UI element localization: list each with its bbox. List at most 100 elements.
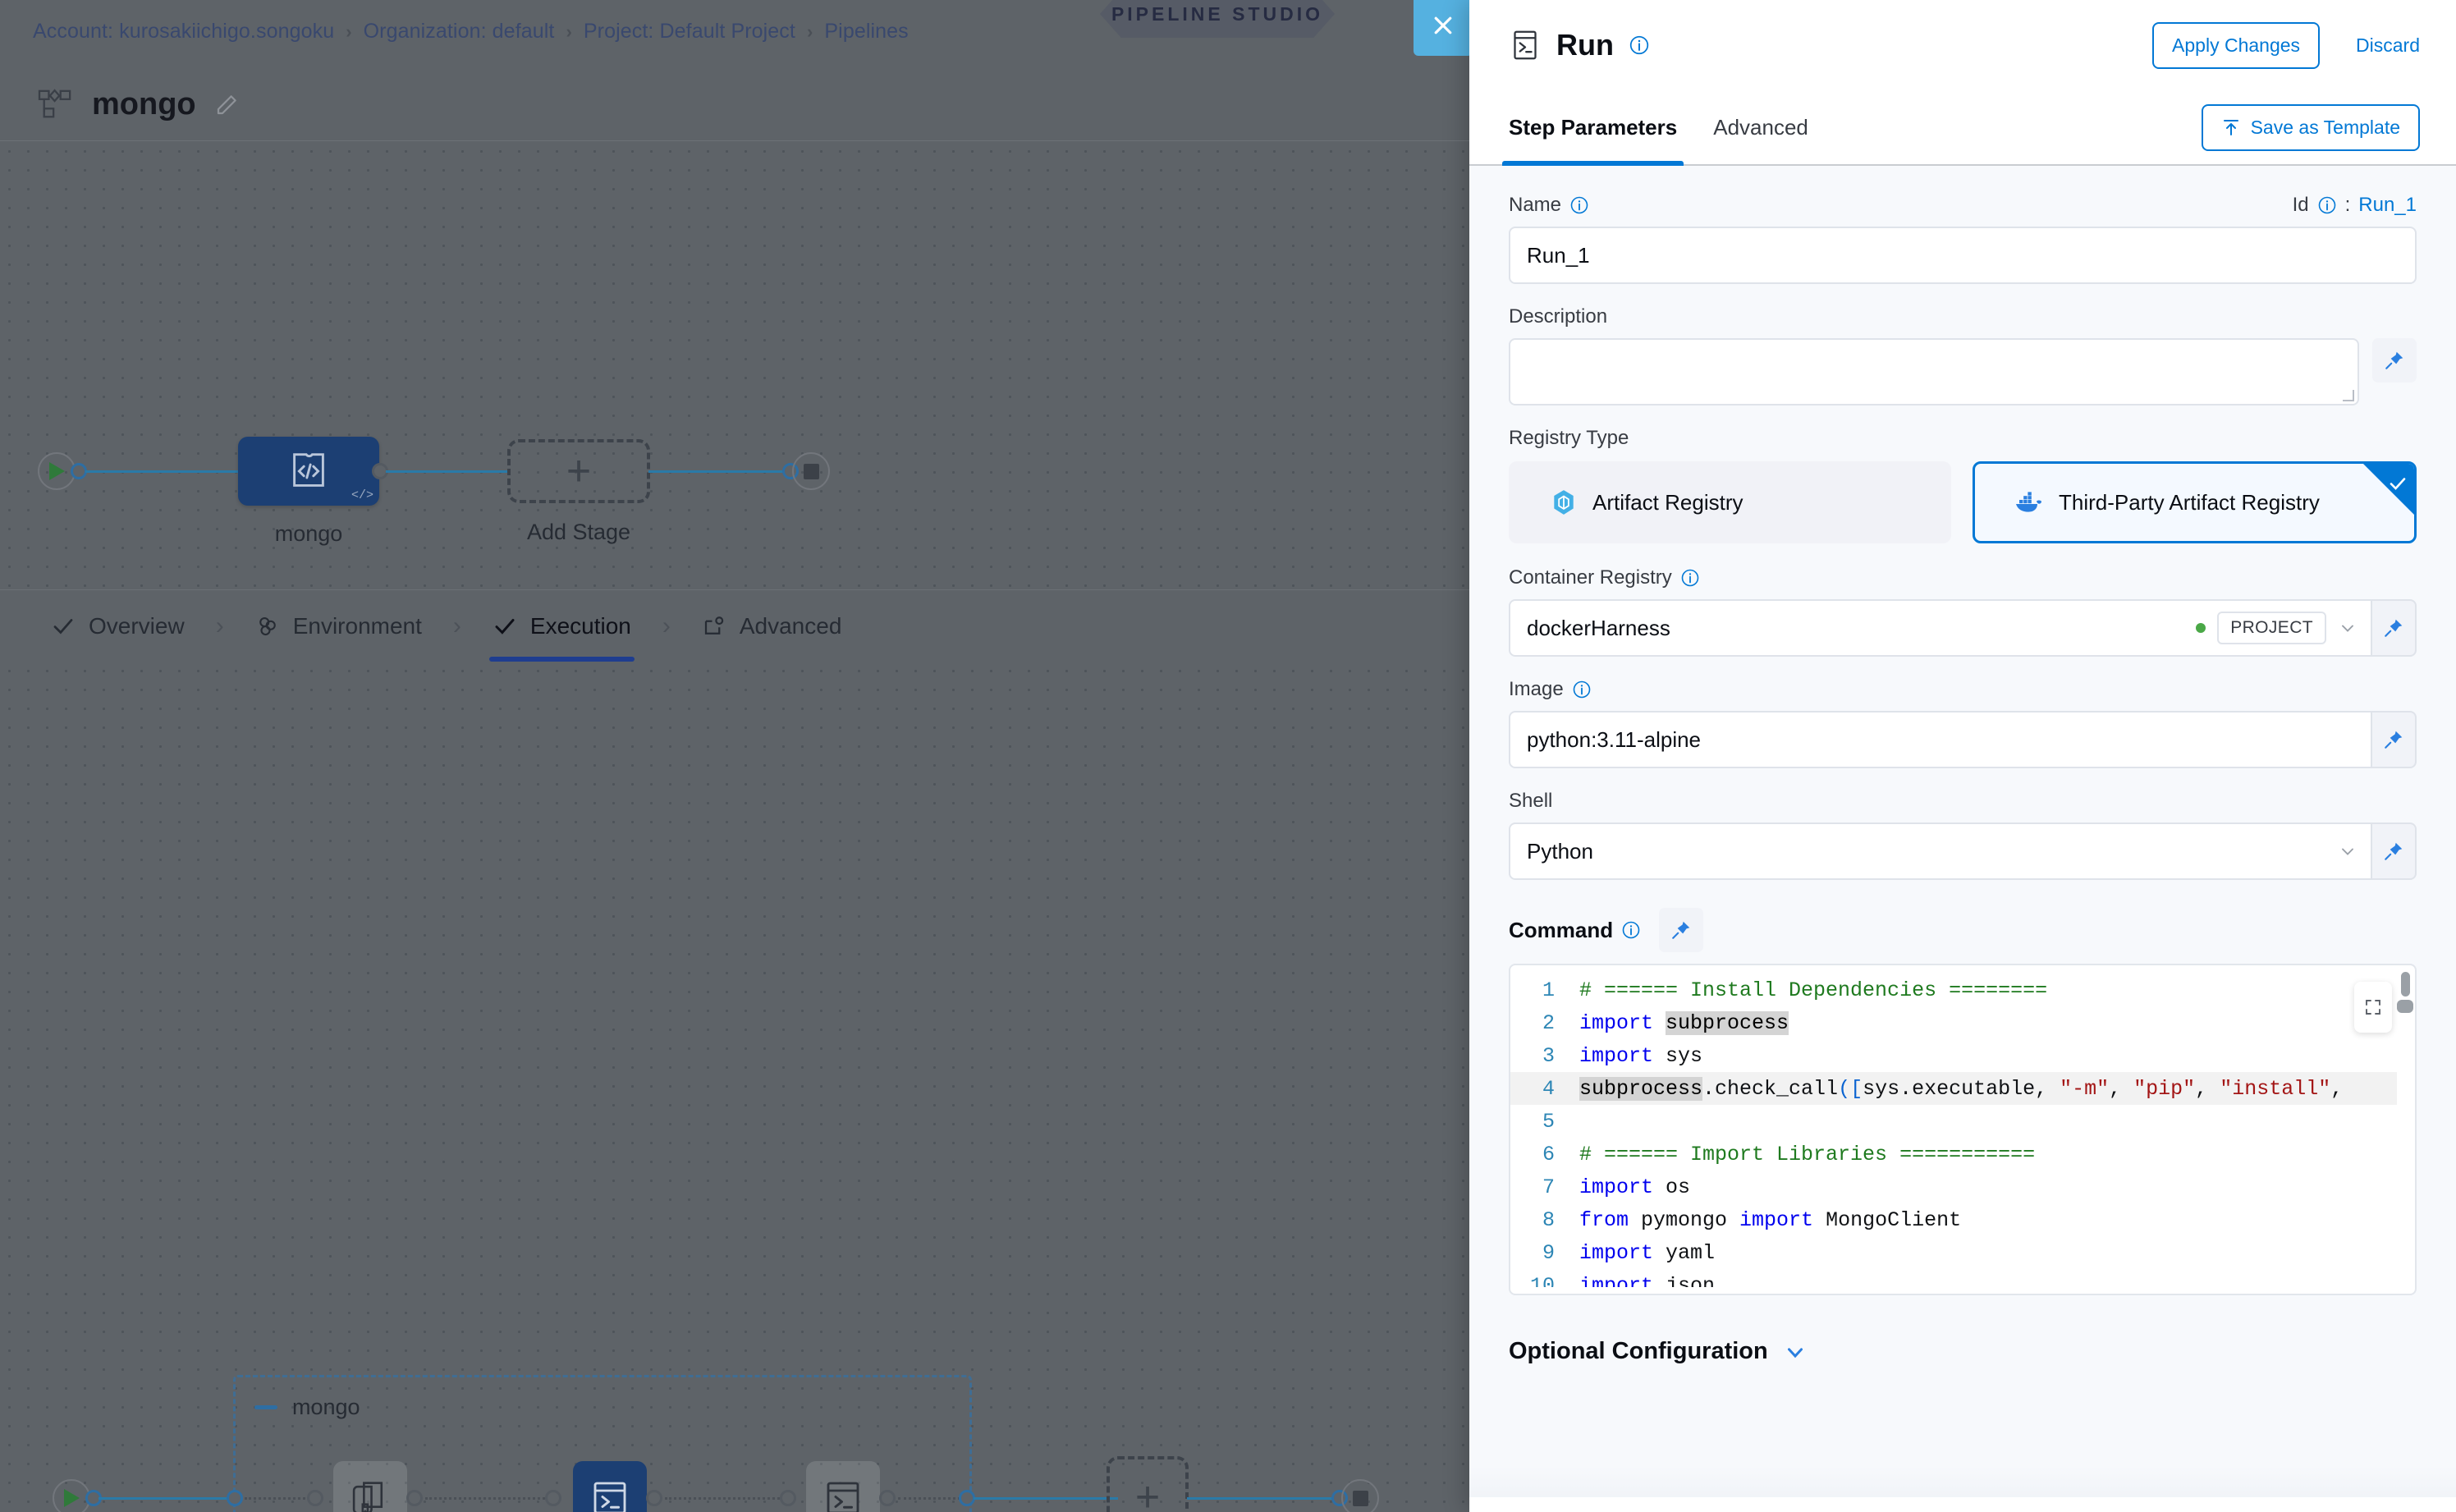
- info-icon[interactable]: [1680, 568, 1700, 588]
- code-line-number: 1: [1542, 978, 1555, 1002]
- image-pin-button[interactable]: [2372, 711, 2417, 768]
- container-registry-label-group: Container Registry: [1509, 566, 2417, 589]
- play-icon: [63, 1489, 80, 1507]
- info-icon[interactable]: [1569, 195, 1589, 215]
- edge-add-to-end: [648, 470, 790, 473]
- shell-select[interactable]: Python: [1509, 822, 2372, 880]
- edge-run1-to-run2: [665, 1497, 785, 1500]
- chevron-right-icon: ›: [215, 612, 224, 639]
- code-line-number: 7: [1542, 1175, 1555, 1199]
- stage-graph-canvas[interactable]: </> mongo + Add Stage: [0, 142, 1469, 589]
- group-in-port: [227, 1490, 243, 1506]
- tab-advanced[interactable]: Advanced: [1713, 114, 1808, 140]
- code-line[interactable]: 7 import os: [1510, 1171, 2397, 1203]
- plus-icon: +: [566, 447, 592, 495]
- description-pin-button[interactable]: [2372, 338, 2417, 383]
- code-line-number: 8: [1542, 1207, 1555, 1232]
- description-textarea[interactable]: [1509, 338, 2359, 405]
- expand-editor-button[interactable]: [2354, 982, 2392, 1033]
- stage-node-mongo[interactable]: </>: [238, 437, 379, 506]
- step-graph-canvas[interactable]: mongo </> GitClone_1: [0, 662, 1469, 1512]
- registry-option-third-party-artifact-registry-label: Third-Party Artifact Registry: [2059, 489, 2320, 515]
- container-registry-select[interactable]: dockerHarness PROJECT: [1509, 599, 2372, 657]
- discard-button[interactable]: Discard: [2356, 34, 2420, 56]
- code-line[interactable]: 1# ====== Install Dependencies ========: [1510, 974, 2397, 1006]
- step-node-gitclone-1[interactable]: </>: [333, 1461, 407, 1512]
- tab-advanced[interactable]: Advanced: [699, 590, 845, 662]
- step-node-run-2[interactable]: </>: [806, 1461, 880, 1512]
- id-label: Id: [2292, 194, 2309, 216]
- pencil-icon[interactable]: [214, 93, 239, 117]
- pin-icon: [2385, 619, 2403, 637]
- add-stage-button[interactable]: +: [507, 439, 650, 503]
- drawer-title: Run: [1556, 28, 1614, 62]
- command-code-editor[interactable]: 1# ====== Install Dependencies ========2…: [1509, 964, 2417, 1295]
- save-as-template-label: Save as Template: [2250, 116, 2400, 138]
- step-group-header[interactable]: mongo: [254, 1395, 360, 1420]
- code-line[interactable]: 6# ====== Import Libraries ===========: [1510, 1138, 2397, 1171]
- shell-pin-button[interactable]: [2372, 822, 2417, 880]
- shell-label: Shell: [1509, 790, 1553, 812]
- step-node-run-1[interactable]: </>: [573, 1461, 647, 1512]
- id-colon: :: [2344, 194, 2351, 216]
- tab-overview-label: Overview: [89, 612, 185, 639]
- resize-grip[interactable]: [2343, 390, 2354, 401]
- code-line-number: 9: [1542, 1240, 1555, 1265]
- image-input[interactable]: python:3.11-alpine: [1509, 711, 2372, 768]
- id-row: Id : Run_1: [2293, 194, 2417, 217]
- close-studio-button[interactable]: [1414, 0, 1473, 56]
- shell-value: Python: [1527, 838, 1593, 864]
- info-icon[interactable]: [1621, 920, 1641, 940]
- drawer-bottom-strip: [1469, 1497, 2456, 1512]
- code-line-text: import yaml: [1579, 1240, 1716, 1265]
- gitclone-in-port: [307, 1490, 323, 1506]
- chevron-down-icon[interactable]: [2338, 841, 2357, 861]
- editor-scrollbar[interactable]: [2397, 972, 2413, 1136]
- code-line[interactable]: 5: [1510, 1105, 2397, 1138]
- breadcrumb-pipelines[interactable]: Pipelines: [824, 20, 909, 43]
- image-label: Image: [1509, 678, 1564, 700]
- edge-start-to-mongo: [85, 470, 273, 473]
- description-label: Description: [1509, 305, 1608, 328]
- registry-option-third-party-artifact-registry[interactable]: Third-Party Artifact Registry: [1973, 461, 2417, 543]
- pipeline-name: mongo: [92, 87, 196, 121]
- breadcrumb-account[interactable]: Account: kurosakiichigo.songoku: [33, 20, 335, 43]
- edge-gitclone-to-run1: [425, 1497, 550, 1500]
- registry-type-options: Artifact Registry Third-Party Artifact R…: [1509, 461, 2417, 543]
- code-line-text: import os: [1579, 1175, 1691, 1199]
- info-icon[interactable]: [1629, 34, 1650, 56]
- collapse-icon[interactable]: [254, 1405, 277, 1409]
- stop-icon: [1352, 1490, 1368, 1506]
- chevron-down-icon[interactable]: [2338, 618, 2357, 638]
- info-icon[interactable]: [2317, 195, 2337, 215]
- drawer-header: Run Apply Changes Discard: [1469, 0, 2456, 90]
- registry-option-artifact-registry[interactable]: Artifact Registry: [1509, 461, 1951, 543]
- tab-execution[interactable]: Execution: [488, 590, 635, 662]
- start-port: [71, 463, 87, 479]
- breadcrumb-organization[interactable]: Organization: default: [363, 20, 555, 43]
- breadcrumb: Account: kurosakiichigo.songoku › Organi…: [33, 20, 909, 44]
- tab-overview[interactable]: Overview: [48, 590, 188, 662]
- code-lines[interactable]: 1# ====== Install Dependencies ========2…: [1510, 974, 2397, 1287]
- command-pin-button[interactable]: [1659, 908, 1704, 952]
- info-icon[interactable]: [1572, 680, 1592, 699]
- pin-icon: [2385, 351, 2403, 369]
- save-as-template-button[interactable]: Save as Template: [2201, 103, 2420, 151]
- breadcrumb-project[interactable]: Project: Default Project: [583, 20, 795, 43]
- run2-in-port: [780, 1490, 796, 1506]
- add-step-button[interactable]: +: [1107, 1456, 1189, 1512]
- container-registry-pin-button[interactable]: [2372, 599, 2417, 657]
- step-config-drawer: Run Apply Changes Discard Step Parameter…: [1469, 0, 2456, 1512]
- chevron-right-icon: ›: [452, 612, 461, 639]
- code-line[interactable]: 9 import yaml: [1510, 1236, 2397, 1269]
- tab-environment[interactable]: Environment: [252, 590, 425, 662]
- apply-changes-button[interactable]: Apply Changes: [2152, 21, 2321, 69]
- optional-configuration-toggle[interactable]: Optional Configuration: [1509, 1338, 2417, 1365]
- name-input[interactable]: Run_1: [1509, 227, 2417, 284]
- tab-step-parameters[interactable]: Step Parameters: [1501, 90, 1684, 166]
